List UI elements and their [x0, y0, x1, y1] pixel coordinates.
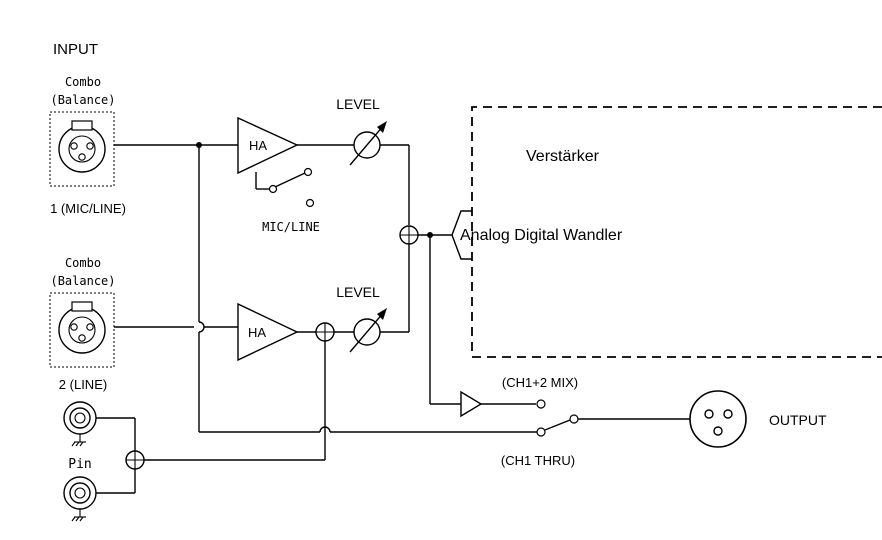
level2-label: LEVEL: [336, 284, 380, 300]
output-label: OUTPUT: [769, 412, 827, 428]
ha1-label: HA: [249, 138, 267, 153]
level1-label: LEVEL: [336, 96, 380, 112]
combo-jack-2-icon: [49, 292, 115, 368]
ch2-wiring: [114, 244, 410, 460]
thru-label: (CH1 THRU): [501, 453, 575, 468]
ha2-amplifier: HA: [237, 302, 299, 362]
level2-knob-icon: [349, 308, 387, 353]
balance1-label: (Balance): [50, 93, 115, 107]
combo2-label: Combo: [65, 256, 101, 270]
ch2-label: 2 (LINE): [59, 377, 107, 392]
adc-label: Analog Digital Wandler: [460, 227, 623, 244]
pin-sum-icon: [125, 450, 145, 470]
output-selector-switch: [536, 399, 690, 437]
balance2-label: (Balance): [50, 274, 115, 288]
verstaerker-label: Verstärker: [526, 148, 600, 165]
ch2-sum-icon: [315, 322, 335, 342]
combo1-label: Combo: [65, 75, 101, 89]
ch1-wiring: [114, 142, 538, 433]
pin-jack-2-icon: [63, 476, 97, 522]
ha2-label: HA: [248, 325, 266, 340]
xlr-output-jack-icon: [689, 390, 747, 448]
mix-buffer-icon: [460, 390, 483, 418]
pin-wiring: [96, 417, 325, 494]
ch1-label: 1 (MIC/LINE): [50, 201, 126, 216]
level1-knob-icon: [349, 121, 387, 166]
mic-line-switch-label: MIC/LINE: [262, 220, 320, 234]
adc-input-bracket: [451, 210, 472, 260]
ha1-amplifier: HA: [237, 116, 299, 175]
pin-jack-1-icon: [63, 401, 97, 447]
combo-jack-1-icon: [49, 111, 115, 187]
pin-label: Pin: [68, 457, 91, 472]
mic-line-switch: [255, 167, 315, 208]
input-label: INPUT: [53, 41, 98, 58]
mix-label: (CH1+2 MIX): [502, 375, 578, 390]
main-sum-icon: [399, 225, 419, 245]
mix-wiring: [418, 232, 536, 405]
